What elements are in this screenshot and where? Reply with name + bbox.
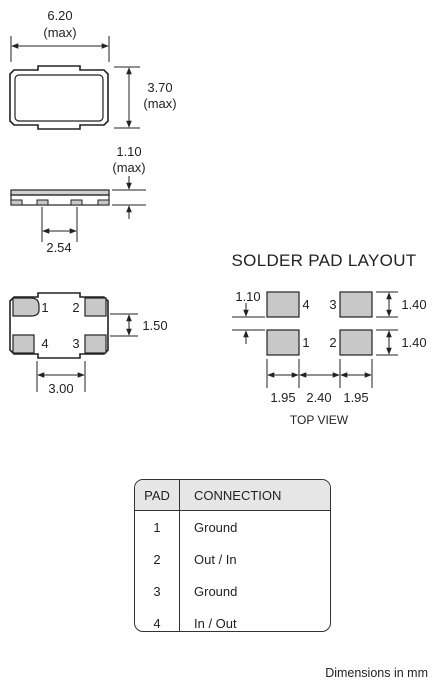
connection-cell: Out / In	[194, 551, 237, 567]
bottom-pad-3	[84, 334, 107, 354]
table-header-row: PAD CONNECTION	[135, 480, 330, 511]
bottom-pad-2	[84, 297, 107, 317]
connection-column-header: CONNECTION	[179, 480, 330, 511]
pad-cell: 1	[135, 510, 180, 543]
solder-bottom-dim-1: 1.95	[270, 390, 295, 405]
solder-pad-label-2: 2	[329, 335, 336, 350]
height-dim-note: (max)	[143, 96, 176, 111]
side-pitch-dim: 2.54	[46, 240, 71, 255]
width-dim-value: 6.20	[47, 8, 72, 23]
table-row: 1 Ground	[135, 510, 330, 543]
bottom-pad-label-1: 1	[41, 300, 48, 315]
solder-pad-label-3: 3	[329, 297, 336, 312]
package-top-view	[9, 36, 140, 130]
solder-pad-2	[339, 329, 373, 356]
pad-column-header: PAD	[135, 480, 180, 511]
bottom-pad-4	[12, 334, 35, 354]
solder-pad-4	[266, 291, 300, 318]
solder-pad-height-dim: 1.10	[235, 289, 260, 304]
bottom-pad-label-4: 4	[41, 336, 48, 351]
pad-pitch-y-dim: 1.50	[142, 318, 167, 333]
pad-cell: 3	[135, 575, 180, 607]
thickness-dim-value: 1.10	[116, 144, 141, 159]
solder-right-dim-top: 1.40	[401, 297, 426, 312]
connection-cell: In / Out	[194, 615, 237, 631]
top-view-label: TOP VIEW	[290, 413, 349, 427]
connection-cell: Ground	[194, 519, 238, 535]
height-dim-value: 3.70	[147, 80, 172, 95]
pad-cell: 2	[135, 543, 180, 575]
dimensions-note: Dimensions in mm	[325, 666, 428, 680]
package-side-view	[10, 176, 146, 242]
table-row: 2 Out / In	[135, 543, 330, 575]
bottom-pad-label-2: 2	[72, 300, 79, 315]
solder-pad-3	[339, 291, 373, 318]
solder-layout-title: SOLDER PAD LAYOUT	[232, 251, 417, 270]
solder-right-dim-bottom: 1.40	[401, 335, 426, 350]
table-row: 3 Ground	[135, 575, 330, 607]
solder-pad-1	[266, 329, 300, 356]
pad-pitch-x-dim: 3.00	[48, 381, 73, 396]
solder-bottom-dim-3: 1.95	[343, 390, 368, 405]
connection-cell: Ground	[194, 583, 238, 599]
table-row: 4 In / Out	[135, 607, 330, 631]
bottom-pad-1	[12, 297, 40, 317]
solder-pad-label-4: 4	[302, 297, 309, 312]
pad-cell: 4	[135, 607, 180, 631]
solder-pad-layout	[232, 291, 398, 388]
width-dim-note: (max)	[43, 25, 76, 40]
pad-connection-table: PAD CONNECTION 1 Ground 2 Out / In 3 Gro…	[134, 479, 331, 632]
solder-pad-label-1: 1	[302, 335, 309, 350]
thickness-dim-note: (max)	[112, 160, 145, 175]
bottom-pad-label-3: 3	[72, 336, 79, 351]
solder-bottom-dim-2: 2.40	[306, 390, 331, 405]
package-bottom-view	[9, 292, 138, 392]
